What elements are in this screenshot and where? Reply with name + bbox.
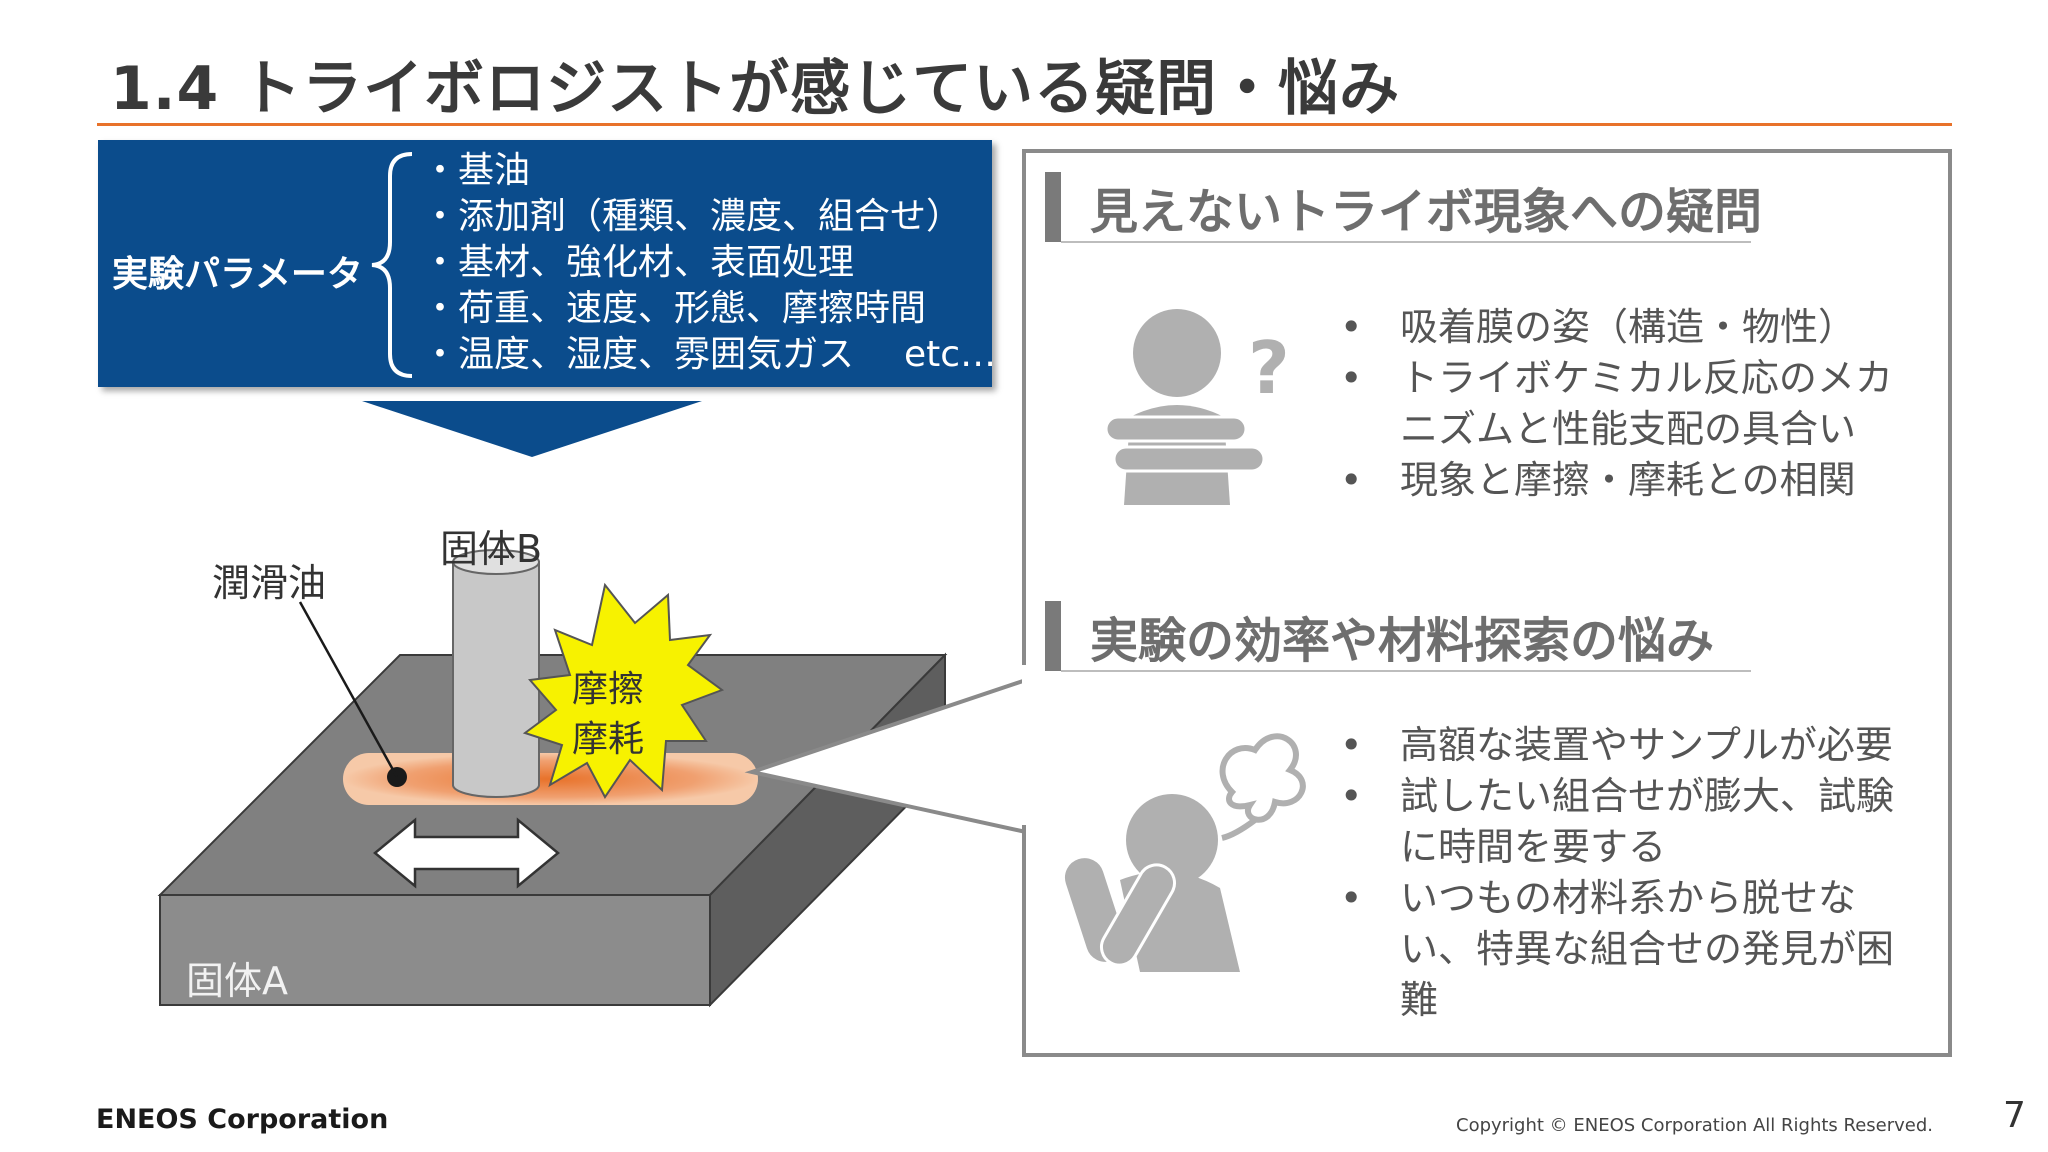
param-item-text: ・温度、湿度、雰囲気ガス <box>422 334 855 375</box>
param-etc: etc… <box>904 334 997 375</box>
section1-bullet: トライボケミカル反応のメカニズムと性能支配の具合い <box>1340 353 1930 455</box>
title-underline <box>97 123 1952 126</box>
section2-bullet: いつもの材料系から脱せない、特異な組合せの発見が困難 <box>1340 873 1930 1026</box>
solid-b-label: 固体B <box>440 527 543 571</box>
burst-label-friction: 摩擦 <box>572 669 645 710</box>
section1-rule <box>1061 241 1751 243</box>
section1-bullet: 吸着膜の姿（構造・物性） <box>1340 302 1930 353</box>
section1-title: 見えないトライボ現象への疑問 <box>1090 184 1763 240</box>
down-arrow-icon <box>362 401 702 457</box>
solid-b-mask <box>454 767 538 785</box>
company-logo: ENEOS Corporation <box>96 1104 389 1135</box>
param-item: ・添加剤（種類、濃度、組合せ） <box>422 196 963 237</box>
section1-bullets: 吸着膜の姿（構造・物性） トライボケミカル反応のメカニズムと性能支配の具合い 現… <box>1340 302 1930 506</box>
burst-label-wear: 摩耗 <box>572 719 645 760</box>
section2-bullet: 試したい組合せが膨大、試験に時間を要する <box>1340 771 1930 873</box>
solid-b-top <box>452 549 540 575</box>
sliding-double-arrow <box>373 817 560 889</box>
thinking-person-icon: ? <box>1104 309 1290 505</box>
page-title: 1.4 トライボロジストが感じている疑問・悩み <box>110 54 1401 124</box>
param-label: 実験パラメータ <box>112 254 363 295</box>
lubricant-pointer-line <box>298 601 399 778</box>
section2-title: 実験の効率や材料探索の悩み <box>1090 613 1715 669</box>
copyright-notice: Copyright © ENEOS Corporation All Rights… <box>1456 1115 1934 1136</box>
callout-connector <box>744 678 1027 834</box>
param-item: ・基材、強化材、表面処理 <box>422 242 855 283</box>
worried-person-icon <box>1061 733 1306 972</box>
section1-bullet: 現象と摩擦・摩耗との相関 <box>1340 455 1930 506</box>
section2-rule <box>1061 670 1751 672</box>
friction-burst <box>522 582 725 799</box>
tribology-illustration <box>157 549 948 1008</box>
section2-bullets: 高額な装置やサンプルが必要 試したい組合せが膨大、試験に時間を要する いつもの材… <box>1340 720 1930 1026</box>
page-number: 7 <box>2003 1095 2026 1136</box>
experiment-parameters-box <box>98 140 992 387</box>
param-item: ・基油 <box>422 150 531 191</box>
section1-bar <box>1045 172 1061 242</box>
section2-bar <box>1045 601 1061 671</box>
solid-b-body <box>452 561 540 786</box>
panel-callout-gap <box>1022 665 1028 825</box>
svg-text:?: ? <box>1248 326 1290 410</box>
section2-bullet: 高額な装置やサンプルが必要 <box>1340 720 1930 771</box>
solid-a-label: 固体A <box>186 959 288 1003</box>
lubricant-label: 潤滑油 <box>212 561 327 605</box>
param-list: ・基油 ・添加剤（種類、濃度、組合せ） ・基材、強化材、表面処理 ・荷重、速度、… <box>422 148 996 378</box>
param-item: ・温度、湿度、雰囲気ガス etc… <box>422 332 996 378</box>
param-item: ・荷重、速度、形態、摩擦時間 <box>422 288 927 329</box>
curly-brace-icon <box>371 152 413 378</box>
